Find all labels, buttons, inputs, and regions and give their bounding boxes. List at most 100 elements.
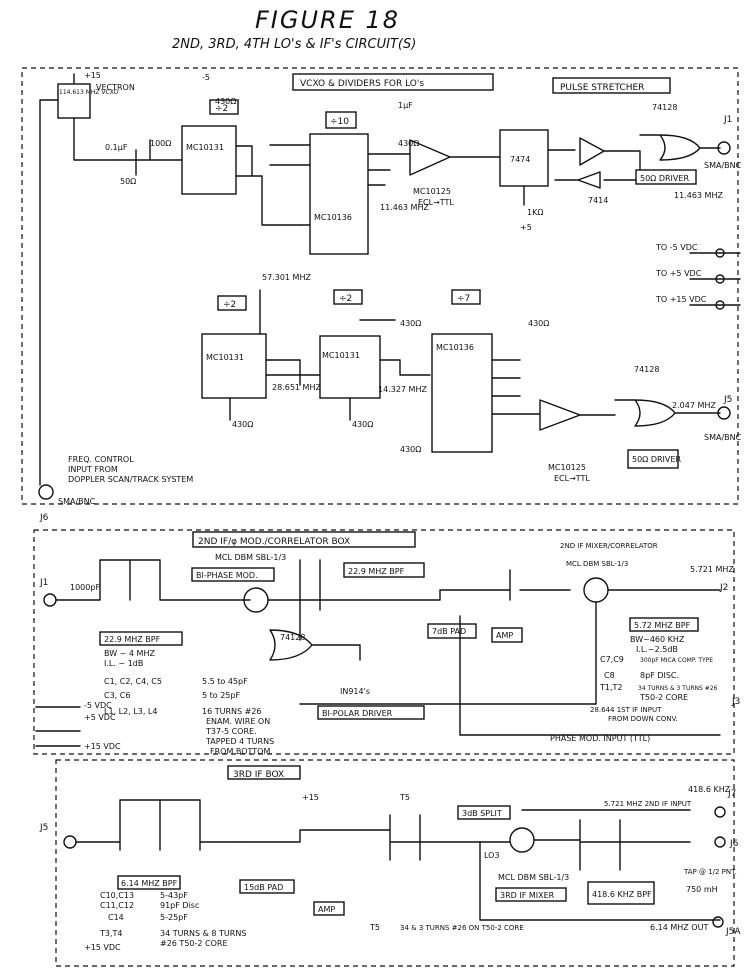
s3-p15: +15 <box>302 793 319 802</box>
section3-header: 3RD IF BOX <box>233 770 284 780</box>
c11-12: C11,C12 <box>100 901 134 910</box>
section3-border <box>55 759 735 967</box>
ecl-ttl-a: ECL→TTL <box>418 198 454 207</box>
section1-header-box <box>292 73 494 91</box>
s3-amp: AMP <box>318 905 335 914</box>
bpf-572: 5.72 MHZ BPF <box>634 621 691 630</box>
sma-bnc-j6: SMA/BNC <box>58 497 96 506</box>
vcxo-supply: +15 <box>84 71 101 80</box>
mc10136-a-label: MC10136 <box>314 213 352 222</box>
r430-g: 430Ω <box>528 319 549 328</box>
div2-left-box <box>217 295 247 311</box>
s2-ic-74128: 74128 <box>280 633 305 642</box>
amp-box <box>491 627 523 643</box>
mcl3: MCL DBM SBL-1/3 <box>498 873 569 882</box>
phase-mod: PHASE MOD. INPUT (TTL) <box>550 734 650 743</box>
t5-label: T5 <box>399 793 410 802</box>
pulse-stretcher-box <box>552 77 671 94</box>
il1: I.L. ~ 1dB <box>104 659 143 668</box>
section1-header: VCXO & DIVIDERS FOR LO's <box>300 79 424 89</box>
section3-header-box <box>227 765 301 780</box>
ind-core: T37-5 CORE. <box>205 727 257 736</box>
section1-border <box>21 67 739 505</box>
s2-mcl-dbm: MCL DBM SBL-1/3 <box>215 553 286 562</box>
mc10131-b-label: MC10131 <box>206 353 244 362</box>
bpf-229-top-box <box>343 562 425 578</box>
r430-h: 430Ω <box>400 445 421 454</box>
r430-d: 430Ω <box>232 420 253 429</box>
driver-50-a-box <box>635 169 697 185</box>
section2-header-box <box>192 531 416 548</box>
div2-mid-box <box>333 289 363 305</box>
s2-j3: J3 <box>731 697 740 707</box>
div7-box <box>451 289 481 305</box>
pad-15db-box <box>239 879 295 894</box>
mc10125-a: MC10125 <box>413 187 451 196</box>
c14: C14 <box>108 913 124 922</box>
t3t4-val: 34 TURNS & 8 TURNS <box>160 929 246 938</box>
tap-val: 750 mH <box>686 885 718 894</box>
if-input: 28.644 1ST IF INPUT <box>590 706 662 714</box>
figure-title: FIGURE 18 <box>255 6 400 34</box>
s2-m5: -5 VDC <box>84 701 112 710</box>
mc10136-a <box>309 133 369 255</box>
freq-28651: 28.651 MHZ <box>272 383 321 392</box>
s2-c1000: 1000pF <box>70 583 100 592</box>
mc10136-b <box>431 333 493 453</box>
figure-subtitle: 2ND, 3RD, 4TH LO's & IF's CIRCUIT(S) <box>172 37 416 52</box>
c1uf-a: 1μF <box>398 101 413 110</box>
amp-label: AMP <box>496 631 513 640</box>
bpf-614: 6.14 MHZ BPF <box>121 879 178 888</box>
j5-label: J5 <box>723 395 732 405</box>
driver-50-b-box <box>627 449 679 469</box>
s2-j2: J2 <box>719 583 728 593</box>
r430-f: 430Ω <box>352 420 373 429</box>
s3-j6: J6 <box>729 839 739 849</box>
driver-50-b: 50Ω DRIVER <box>632 455 681 464</box>
mc10131-a-label: MC10131 <box>186 143 224 152</box>
bw4: BW ~ 4 MHZ <box>104 649 155 658</box>
split-box <box>457 805 511 820</box>
c7c9: C7,C9 <box>600 655 624 664</box>
input-from: INPUT FROM <box>68 465 118 474</box>
freq-2047: 2.047 MHZ <box>672 401 716 410</box>
driver-50-a: 50Ω DRIVER <box>640 174 689 183</box>
bpf-4186-box <box>587 881 655 905</box>
div10-box <box>325 111 357 129</box>
s3-j5: J5 <box>39 823 48 833</box>
in914: IN914's <box>340 687 370 696</box>
s3-j5a: J5A <box>725 927 741 937</box>
mixer3 <box>509 827 535 853</box>
bipolar-box <box>317 705 425 720</box>
c01uf-label: 0.1μF <box>105 143 128 152</box>
freq-11463-a: 11.463 MHZ <box>380 203 429 212</box>
mixer2-label: 2ND IF MIXER/CORRELATOR <box>560 542 658 550</box>
ind-val: 16 TURNS #26 <box>202 707 262 716</box>
sma-bnc-a: SMA/BNC <box>704 161 742 170</box>
freq-11463-b: 11.463 MHZ <box>674 191 723 200</box>
ind-wire: ENAM. WIRE ON <box>206 717 270 726</box>
sma-bnc-b: SMA/BNC <box>704 433 742 442</box>
cap-list-2: C3, C6 <box>104 691 130 700</box>
vm5-a: -5 <box>202 73 210 82</box>
bipolar: BI-POLAR DRIVER <box>322 709 393 718</box>
section2-border <box>33 529 735 755</box>
div2-left-label: ÷2 <box>223 300 236 310</box>
lo3: LO3 <box>484 851 500 860</box>
mixer3-box <box>495 887 567 902</box>
bpf-4186: 418.6 KHZ BPF <box>592 890 652 899</box>
j1-label: J1 <box>723 115 732 125</box>
vectron-label: VECTRON <box>96 83 135 92</box>
div2-top-label: ÷2 <box>215 104 228 114</box>
c10-13: C10,C13 <box>100 891 134 900</box>
div2-top-box <box>209 99 239 115</box>
freq-14327: 14.327 MHZ <box>378 385 427 394</box>
to-p5: TO +5 VDC <box>655 269 702 278</box>
r430-e: 430Ω <box>400 319 421 328</box>
ind-list: L1, L2, L3, L4 <box>104 707 157 716</box>
ind-from: FROM BOTTOM. <box>210 747 273 756</box>
ic-7474-label: 7474 <box>510 155 530 164</box>
section2-header: 2ND IF/φ MOD./CORRELATOR BOX <box>198 537 350 547</box>
t1t2-val: 34 TURNS & 3 TURNS #26 <box>638 685 718 692</box>
freq-4186: 418.6 KHZ <box>688 785 731 794</box>
